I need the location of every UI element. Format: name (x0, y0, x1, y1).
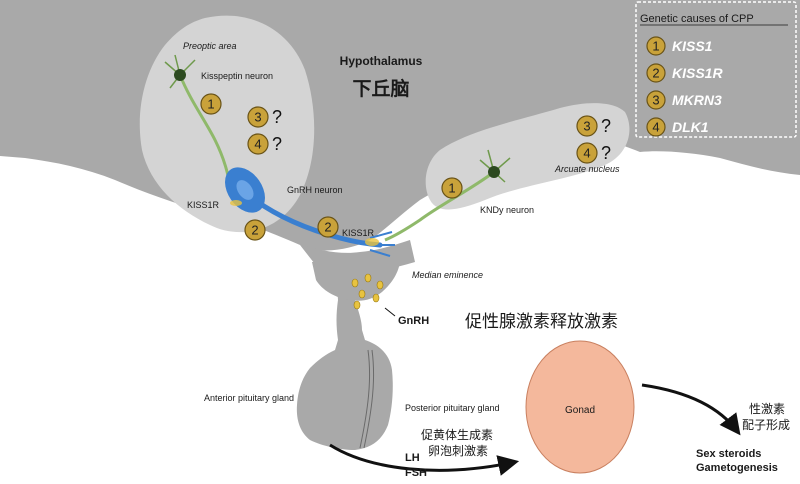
kndy-neuron-label: KNDy neuron (480, 205, 534, 215)
gene-badge-number: 1 (207, 97, 214, 112)
kndy-neuron-body (488, 166, 500, 178)
preoptic-area-label: Preoptic area (183, 41, 237, 51)
arrow-from-gonad (641, 383, 741, 436)
kiss1r-synapse-left (230, 200, 242, 206)
kisspeptin-neuron-label: Kisspeptin neuron (201, 71, 273, 81)
gnrh-label: GnRH (398, 315, 429, 327)
hypothalamus-title: Hypothalamus (340, 54, 423, 68)
legend-item-gene: MKRN3 (672, 92, 722, 108)
gene-badge-number: 4 (254, 137, 261, 152)
gonad (525, 340, 635, 474)
gametogenesis-label: Gametogenesis (696, 462, 778, 474)
legend-item: 2 KISS1R (646, 63, 723, 83)
lh-fsh-label-zh-1: 促黄体生成素 (421, 428, 493, 442)
gene-badge-arcuate-3: 3? (576, 115, 611, 137)
gene-badge-mid-2: 2 (317, 216, 339, 238)
lh-fsh-label-zh-2: 卵泡刺激素 (428, 444, 488, 458)
question-mark: ? (272, 107, 282, 127)
kiss1r-mid-label: KISS1R (342, 228, 375, 238)
gametogenesis-zh: 配子形成 (742, 418, 790, 432)
arcuate-nucleus-label: Arcuate nucleus (554, 164, 620, 174)
pituitary-stalk (296, 268, 393, 450)
gnrh-pointer (384, 307, 396, 317)
gene-badge-preoptic-4: 4? (247, 133, 282, 155)
legend-item: 4 DLK1 (646, 117, 709, 137)
gene-badge-number: 2 (251, 223, 258, 238)
kisspeptin-neuron-body (174, 69, 186, 81)
gonad-label: Gonad (565, 405, 595, 416)
legend-item-number: 3 (652, 93, 659, 108)
posterior-pituitary-label: Posterior pituitary gland (405, 403, 500, 413)
question-mark: ? (601, 143, 611, 163)
legend-item-number: 2 (652, 66, 659, 81)
legend-item: 1 KISS1 (646, 36, 713, 56)
hypothalamus-title-zh: 下丘脑 (352, 77, 409, 100)
question-mark: ? (272, 134, 282, 154)
legend-item-number: 4 (652, 120, 659, 135)
question-mark: ? (601, 116, 611, 136)
gnrh-granules (351, 273, 384, 310)
pituitary-midline (359, 349, 375, 449)
gene-badge-number: 1 (448, 181, 455, 196)
median-eminence-label: Median eminence (412, 270, 483, 280)
kndy-dendrite (479, 149, 511, 183)
legend-item-number: 1 (652, 39, 659, 54)
fsh-label: FSH (405, 467, 427, 479)
sex-steroids-zh: 性激素 (749, 402, 785, 416)
gene-badge-number: 3 (254, 110, 261, 125)
gnrh-neuron-label: GnRH neuron (287, 185, 343, 195)
gene-badge-preoptic-3: 3? (247, 106, 282, 128)
gene-badge-arcuate-4: 4? (576, 142, 611, 164)
kiss1r-left-label: KISS1R (187, 200, 220, 210)
legend-item: 3 MKRN3 (646, 90, 722, 110)
lh-label: LH (405, 452, 420, 464)
gene-badge-number: 2 (324, 220, 331, 235)
kiss1r-synapse-mid (365, 238, 379, 246)
legend-title: Genetic causes of CPP (640, 13, 754, 25)
gene-badge-kndy-1: 1 (441, 177, 463, 199)
gene-badge-left-2: 2 (244, 219, 266, 241)
gnrh-neuron-nucleus (236, 180, 254, 200)
gene-badge-number: 4 (583, 146, 590, 161)
gnrh-label-zh: 促性腺激素释放激素 (465, 312, 618, 332)
preoptic-region (139, 15, 315, 233)
gene-badge-number: 3 (583, 119, 590, 134)
arrow-to-gonad (329, 443, 520, 476)
sex-steroids-label: Sex steroids (696, 448, 761, 460)
gene-badge-preoptic-1: 1 (200, 93, 222, 115)
legend-item-gene: KISS1R (672, 65, 723, 81)
kndy-axon (384, 170, 495, 242)
legend-item-gene: DLK1 (672, 119, 709, 135)
kisspeptin-dendrite (164, 54, 196, 89)
anterior-pituitary-label: Anterior pituitary gland (204, 393, 294, 403)
legend-item-gene: KISS1 (672, 38, 713, 54)
legend-box (635, 1, 797, 138)
